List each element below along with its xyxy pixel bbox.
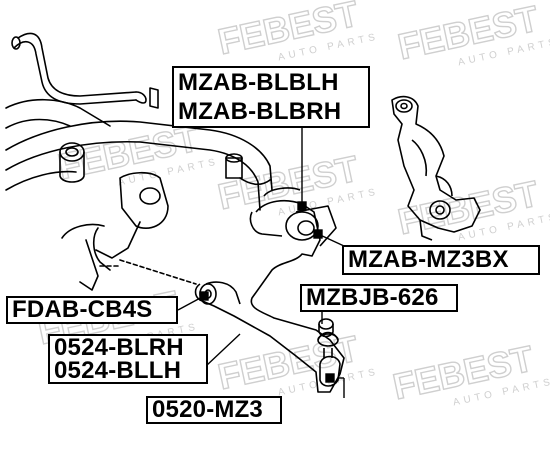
label-mzbjb-626: MZBJB-626 bbox=[300, 284, 458, 312]
part-number-mzbjb-626: MZBJB-626 bbox=[306, 284, 439, 311]
part-number-mzab-mz3bx: MZAB-MZ3BX bbox=[348, 246, 509, 273]
watermark-logo: FEBEST AUTO PARTS bbox=[214, 0, 380, 63]
watermark-logo: FEBEST AUTO PARTS bbox=[214, 147, 380, 219]
knuckle-drawing bbox=[391, 95, 481, 241]
leader-line bbox=[205, 333, 241, 367]
part-number-0524-blrh: 0524-BLRH bbox=[54, 334, 184, 361]
marker-square bbox=[325, 373, 335, 383]
marker-square bbox=[199, 291, 209, 301]
part-number-mzab-blblh: MZAB-BLBLH bbox=[178, 69, 339, 96]
leader-lines bbox=[177, 128, 345, 398]
part-number-0520-mz3: 0520-MZ3 bbox=[152, 396, 263, 423]
watermark-logo: FEBEST AUTO PARTS bbox=[389, 337, 550, 409]
watermark-logo: FEBEST AUTO PARTS bbox=[394, 0, 550, 68]
subframe-drawing bbox=[5, 32, 273, 291]
label-fdab-cb4s: FDAB-CB4S bbox=[6, 296, 178, 324]
label-mzab-mz3bx: MZAB-MZ3BX bbox=[342, 245, 540, 275]
part-number-0524-bllh: 0524-BLLH bbox=[54, 357, 182, 384]
marker-square bbox=[313, 229, 323, 239]
label-0524-blrh-bllh: 0524-BLRH 0524-BLLH bbox=[48, 334, 208, 384]
control-arm-drawing bbox=[194, 187, 345, 393]
label-mzab-blblh-blbrh: MZAB-BLBLH MZAB-BLBRH bbox=[172, 66, 370, 128]
part-number-fdab-cb4s: FDAB-CB4S bbox=[12, 296, 153, 323]
marker-square bbox=[297, 201, 307, 211]
watermark-logo: FEBEST AUTO PARTS bbox=[394, 172, 550, 244]
part-number-mzab-blbrh: MZAB-BLBRH bbox=[178, 98, 342, 125]
label-0520-mz3: 0520-MZ3 bbox=[146, 396, 282, 424]
